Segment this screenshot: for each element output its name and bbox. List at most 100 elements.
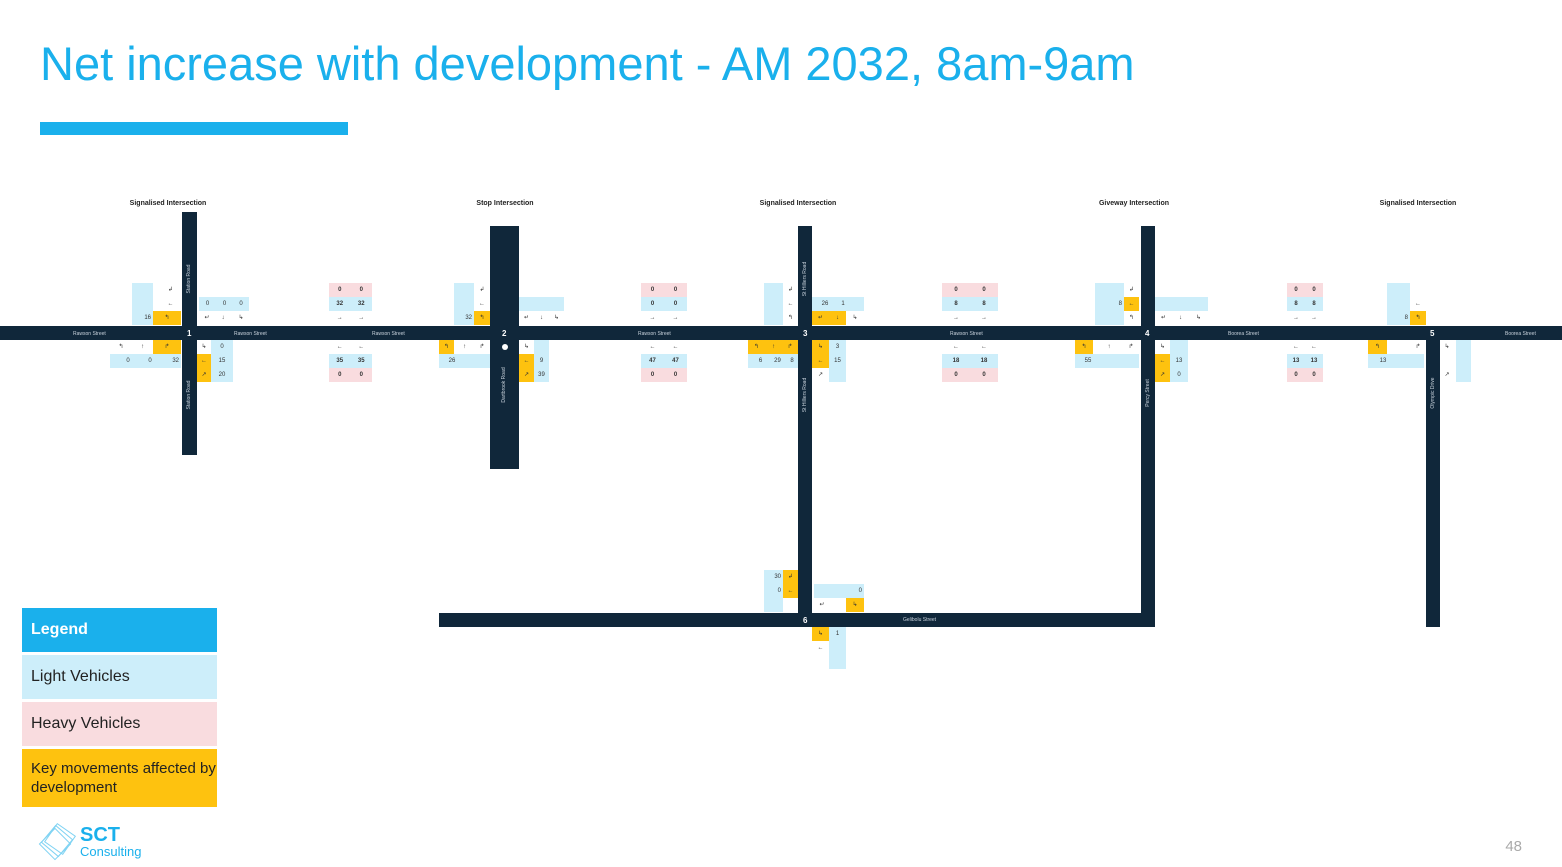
movement-arrow-icon: ← [358, 344, 365, 350]
hv-count: 0 [329, 368, 351, 382]
movement-arrow-icon: ↓ [829, 311, 846, 325]
movement-arrow-icon: ↳ [846, 598, 864, 612]
road-label-vertical: Percy Street [1145, 379, 1151, 407]
movement-arrow-icon: ↳ [852, 315, 858, 321]
movement-arrow-icon: ↲ [787, 287, 794, 293]
movement-arrow-icon: ↗ [1444, 372, 1450, 378]
road-label-vertical: Station Road [186, 380, 192, 410]
lv-count: 32 [350, 297, 372, 311]
volume-cell: 26 [448, 358, 456, 364]
legend: Legend Light Vehicles Heavy Vehicles Key… [22, 608, 217, 810]
movement-arrow-icon: ↓ [1179, 315, 1182, 321]
lv-count: 47 [641, 354, 664, 368]
volume-cell: 29 [774, 358, 781, 364]
lv-count: 47 [664, 354, 687, 368]
movement-arrow-icon: ← [817, 645, 824, 651]
lv-count: 0 [664, 297, 687, 311]
title-underline [40, 122, 348, 135]
road-label: Boorea Street [1228, 331, 1259, 337]
sct-logo: SCT Consulting [36, 820, 156, 864]
volume-cell: 55 [1084, 358, 1092, 364]
road-label-vertical: Station Road [186, 264, 192, 294]
movement-arrow-icon: ← [981, 344, 987, 350]
page-number: 48 [1505, 838, 1522, 855]
movement-arrow-icon: ↳ [1444, 344, 1450, 350]
movement-arrow-icon: ↰ [1075, 340, 1093, 354]
lv-block [829, 340, 846, 382]
movement-arrow-icon: ↳ [201, 344, 207, 350]
movement-arrow-icon: ↳ [812, 627, 829, 641]
movement-arrow-icon: ↲ [167, 287, 174, 293]
movement-arrow-icon: ↳ [1159, 344, 1166, 350]
volume-cell: 0 [858, 588, 862, 594]
volume-cell: 16 [144, 315, 151, 321]
movement-arrow-icon: ← [1415, 301, 1421, 307]
intersection-type-label: Stop Intersection [476, 200, 534, 207]
intersection-number: 4 [1145, 329, 1150, 338]
movement-arrow-icon: ↱ [479, 344, 485, 350]
movement-arrow-icon: ↗ [519, 368, 534, 382]
legend-heading: Legend [22, 608, 217, 652]
lv-count: 18 [942, 354, 970, 368]
hv-count: 0 [1305, 283, 1323, 297]
movement-arrow-icon: ↗ [1155, 368, 1170, 382]
movement-arrow-icon: → [336, 315, 343, 321]
volume-cell: 0 [1177, 372, 1181, 378]
movement-arrow-icon: ↰ [748, 340, 765, 354]
movement-arrow-icon: ↳ [1195, 315, 1202, 321]
lv-block [1095, 283, 1124, 325]
movement-arrow-icon: ↗ [197, 368, 211, 382]
volume-cell: 32 [465, 315, 472, 321]
lv-block [534, 340, 549, 382]
lv-count: 13 [1305, 354, 1323, 368]
movement-arrow-icon: ↱ [782, 340, 798, 354]
movement-arrow-icon: ← [479, 301, 485, 307]
movement-arrow-icon: ↰ [787, 315, 794, 321]
lv-block [1368, 354, 1424, 368]
lv-count: 35 [350, 354, 372, 368]
movement-arrow-icon: ↲ [783, 570, 798, 584]
road-label: Rawson Street [234, 331, 267, 337]
volume-cell: 0 [222, 301, 227, 307]
lv-block [110, 354, 181, 368]
road-label-vertical: Olympic Drive [1430, 377, 1436, 409]
hv-count: 0 [641, 283, 664, 297]
lv-count: 32 [329, 297, 351, 311]
lv-block [132, 283, 153, 325]
movement-arrow-icon: ↵ [204, 315, 210, 321]
movement-arrow-icon: ↵ [523, 315, 530, 321]
movement-arrow-icon: ↱ [1415, 344, 1421, 350]
movement-arrow-icon: ↳ [553, 315, 560, 321]
intersection-type-label: Signalised Intersection [759, 200, 837, 207]
volume-cell: 9 [539, 358, 544, 364]
lv-block [199, 297, 249, 311]
volume-cell: 1 [841, 301, 845, 307]
movement-arrow-icon: ← [167, 301, 174, 307]
movement-arrow-icon: ← [812, 354, 829, 368]
movement-arrow-icon: → [953, 315, 959, 321]
lv-block [439, 354, 490, 368]
movement-arrow-icon: ↰ [474, 311, 490, 325]
movement-arrow-icon: → [981, 315, 987, 321]
logo-text-consulting: Consulting [80, 844, 142, 859]
movement-arrow-icon: ↵ [1160, 315, 1167, 321]
volume-cell: 8 [1118, 301, 1122, 307]
st-hilliers-road [798, 226, 812, 627]
intersection-number: 1 [187, 329, 192, 338]
hv-count: 0 [1305, 368, 1323, 382]
gelibolu-street [439, 613, 1155, 627]
volume-cell: 30 [774, 574, 781, 580]
olympic-drive [1426, 326, 1440, 627]
movement-arrow-icon: ← [672, 344, 679, 350]
volume-cell: 6 [758, 358, 763, 364]
movement-arrow-icon: ↳ [812, 340, 829, 354]
road-label: Rawson Street [638, 331, 671, 337]
movement-arrow-icon: ← [336, 344, 343, 350]
road-label: Rawson Street [73, 331, 106, 337]
movement-arrow-icon: ← [1124, 297, 1139, 311]
movement-arrow-icon: ↵ [819, 602, 825, 608]
lv-block [812, 297, 864, 311]
intersection-type-label: Giveway Intersection [1098, 200, 1170, 207]
rawson-boorea-road [0, 326, 1562, 340]
